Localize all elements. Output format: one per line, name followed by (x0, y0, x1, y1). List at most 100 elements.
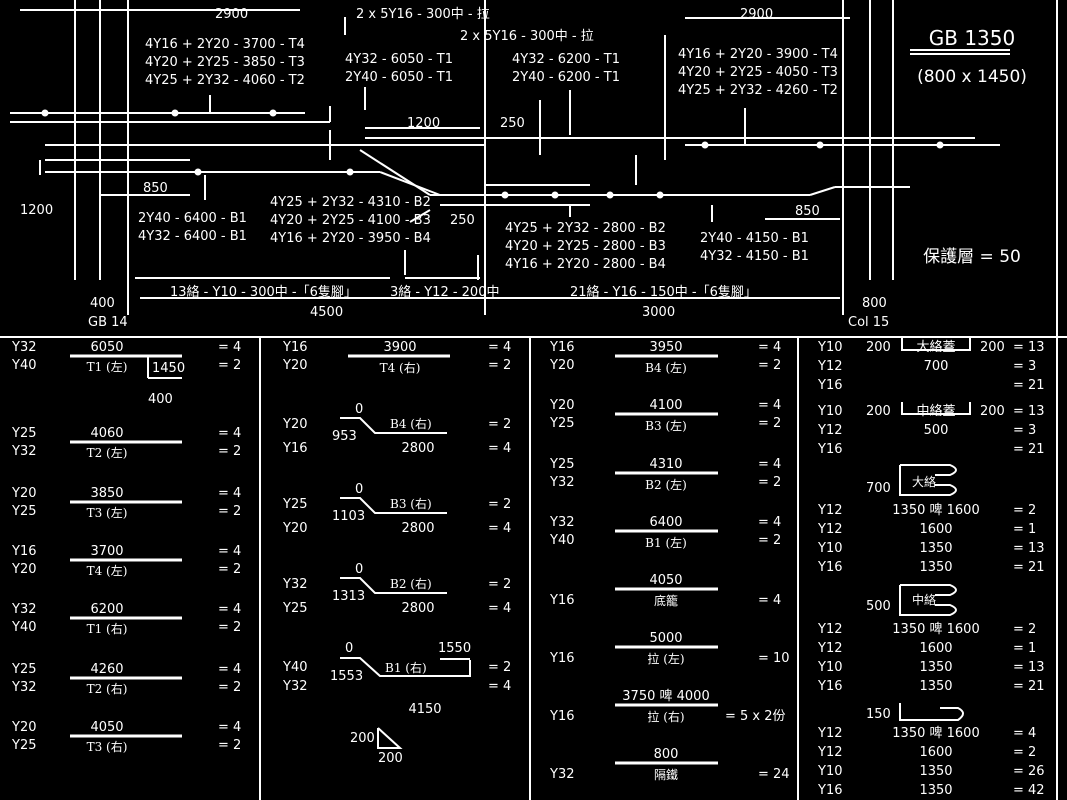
rebar-section-dot (816, 141, 824, 149)
bar-size: Y16 (549, 340, 574, 355)
stirrup-leg: 200 (866, 404, 891, 419)
bar-mark: T1 (左) (87, 359, 128, 374)
bar-quantity: = 4 (488, 679, 511, 694)
bar-length: 4310 (649, 457, 682, 472)
bar-size: Y16 (549, 709, 574, 724)
bar-length: 4150 (408, 702, 441, 717)
bar-mark: B1 (左) (645, 535, 687, 550)
bar-size: Y25 (549, 416, 574, 431)
dim-3000: 3000 (642, 305, 675, 320)
bar-quantity: = 2 (488, 358, 511, 373)
col15-label: Col 15 (848, 315, 889, 330)
rebar-section-dot (936, 141, 944, 149)
bar-size: Y12 (817, 503, 842, 518)
bar-size: Y10 (817, 764, 842, 779)
tension-label: 2 x 5Y16 - 300中 - 拉 (356, 7, 490, 22)
bar-length: 1350 啤 1600 (892, 622, 979, 637)
bar-quantity: = 2 (218, 444, 241, 459)
bar-size: Y16 (817, 679, 842, 694)
bar-leg: 1450 (152, 361, 185, 376)
dim-4500: 4500 (310, 305, 343, 320)
bar-quantity: = 4 (488, 340, 511, 355)
bar-length: 2800 (401, 441, 434, 456)
bottom-left-callout: 4Y32 - 6400 - B1 (138, 229, 247, 244)
bar-quantity: = 2 (218, 738, 241, 753)
bar-quantity: = 1 (1013, 641, 1036, 656)
bend-start: 0 (355, 402, 363, 417)
bar-size: Y25 (11, 426, 36, 441)
bar-size: Y40 (549, 533, 574, 548)
bar-quantity: = 21 (1013, 442, 1045, 457)
bar-size: Y25 (11, 662, 36, 677)
link-width: 500 (866, 599, 891, 614)
bend-start: 0 (355, 562, 363, 577)
dim-250: 250 (500, 116, 525, 131)
bar-mark: B2 (左) (645, 477, 687, 492)
bar-length: 1350 啤 1600 (892, 503, 979, 518)
cover-label: 保護層 = 50 (923, 247, 1021, 267)
bar-mark: T2 (右) (87, 681, 128, 696)
bar-size: Y12 (817, 641, 842, 656)
bar-quantity: = 2 (488, 577, 511, 592)
bar-quantity: = 5 x 2份 (725, 709, 786, 724)
triangle-leg: 200 (350, 731, 375, 746)
bar-size: Y25 (549, 457, 574, 472)
bar-quantity: = 2 (758, 416, 781, 431)
bar-quantity: = 1 (1013, 522, 1036, 537)
top-right-callout: 4Y20 + 2Y25 - 4050 - T3 (678, 65, 838, 80)
tension-label: 2 x 5Y16 - 300中 - 拉 (460, 29, 594, 44)
bar-length: 1600 (919, 745, 952, 760)
bar-length: 3900 (383, 340, 416, 355)
bar-size: Y40 (11, 358, 36, 373)
bar-size: Y32 (11, 680, 36, 695)
bend-drop: 1103 (332, 509, 365, 524)
bar-size: Y12 (817, 745, 842, 760)
bar-quantity: = 4 (758, 515, 781, 530)
bottom-right-callout: 4Y32 - 4150 - B1 (700, 249, 809, 264)
triangle-leg: 200 (378, 751, 403, 766)
bar-quantity: = 2 (218, 562, 241, 577)
bar-length: 1350 (919, 541, 952, 556)
dim-2900-left: 2900 (215, 7, 248, 22)
bar-mark: B4 (左) (645, 360, 687, 375)
bar-size: Y20 (11, 486, 36, 501)
bar-quantity: = 4 (488, 601, 511, 616)
bar-mark: 拉 (右) (647, 709, 684, 724)
bar-quantity: = 2 (488, 660, 511, 675)
bar-quantity: = 2 (1013, 622, 1036, 637)
rebar-section-dot (171, 109, 179, 117)
bar-size: Y20 (549, 398, 574, 413)
bar-length: 1350 (919, 783, 952, 798)
bar-length: 500 (924, 423, 949, 438)
link-width: 150 (866, 707, 891, 722)
bar-mark: T3 (左) (87, 505, 128, 520)
bar-size: Y20 (282, 521, 307, 536)
dim-850: 850 (795, 204, 820, 219)
bar-length: 1600 (919, 522, 952, 537)
bar-size: Y40 (11, 620, 36, 635)
bar-size: Y32 (11, 444, 36, 459)
top-mid-callout: 2Y40 - 6200 - T1 (512, 70, 620, 85)
bar-size: Y32 (11, 340, 36, 355)
dim-400: 400 (90, 296, 115, 311)
bar-quantity: = 4 (758, 340, 781, 355)
bar-size: Y16 (817, 560, 842, 575)
bar-quantity: = 24 (758, 767, 790, 782)
bar-length: 4260 (90, 662, 123, 677)
rebar-section-dot (346, 168, 354, 176)
bar-size: Y16 (817, 783, 842, 798)
bar-length: 6400 (649, 515, 682, 530)
bar-length: 800 (654, 747, 679, 762)
bar-size: Y12 (817, 622, 842, 637)
bar-quantity: = 4 (488, 521, 511, 536)
bar-mark: 隔鐵 (654, 767, 678, 782)
top-mid-callout: 2Y40 - 6050 - T1 (345, 70, 453, 85)
bar-size: Y12 (817, 522, 842, 537)
bar-mark: T1 (右) (87, 621, 128, 636)
bar-size: Y32 (549, 515, 574, 530)
bar-size: Y12 (817, 359, 842, 374)
bar-mark: B3 (右) (390, 496, 432, 511)
bar-length: 2800 (401, 601, 434, 616)
bar-mark: B1 (右) (385, 660, 427, 675)
rebar-section-dot (269, 109, 277, 117)
